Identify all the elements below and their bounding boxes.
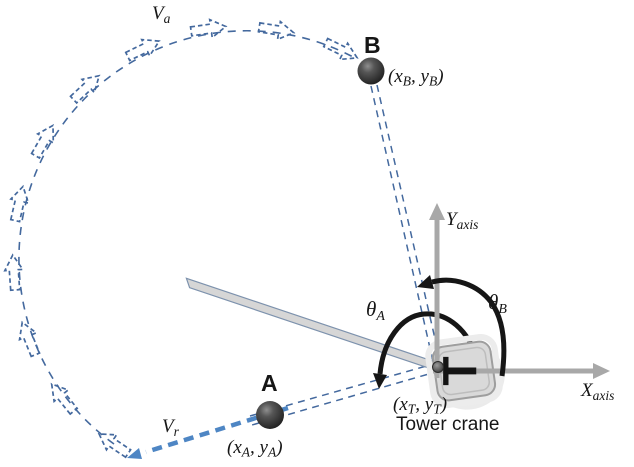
velocity-arrow-icon bbox=[256, 17, 297, 43]
x-axis bbox=[433, 363, 610, 379]
trajectory-arc bbox=[18, 29, 356, 445]
point-b-label: B bbox=[364, 32, 381, 58]
vr-arrowhead-icon bbox=[127, 448, 142, 459]
velocity-arrow-icon bbox=[66, 68, 107, 108]
line-crane-to-b bbox=[370, 84, 442, 367]
point-a-sphere bbox=[256, 401, 284, 429]
velocity-arrow-icon bbox=[43, 377, 82, 418]
tower-crane-label: Tower crane bbox=[396, 414, 500, 435]
point-a-label: A bbox=[261, 370, 278, 396]
coord-a-label: (xA, yA) bbox=[227, 437, 283, 460]
theta-b-arrowhead-icon bbox=[417, 275, 434, 289]
va-label: Va bbox=[152, 3, 171, 26]
coord-t-label: (xT, yT) bbox=[393, 394, 447, 417]
x-axis-arrowhead-icon bbox=[593, 363, 610, 379]
angular-velocity-arrows bbox=[2, 16, 362, 462]
velocity-arrow-icon bbox=[26, 120, 62, 162]
velocity-arrow-icon bbox=[13, 318, 45, 359]
crane-t-symbol: T bbox=[435, 356, 488, 385]
velocity-arrow-icon bbox=[189, 16, 228, 42]
vr-label: Vr bbox=[162, 416, 180, 439]
crane-pivot-dot bbox=[432, 361, 444, 373]
velocity-arrow-icon bbox=[2, 253, 26, 292]
theta-b-label: θB bbox=[488, 290, 507, 317]
y-axis-arrowhead-icon bbox=[429, 203, 445, 220]
velocity-arrow-icon bbox=[5, 183, 33, 224]
point-b-sphere bbox=[357, 57, 385, 85]
velocity-arrow-icon bbox=[320, 33, 362, 67]
theta-b-arc bbox=[417, 275, 507, 377]
x-axis-label: Xaxis bbox=[580, 380, 614, 403]
theta-a-arrowhead-icon bbox=[373, 373, 387, 389]
y-axis bbox=[429, 203, 445, 378]
theta-a-label: θA bbox=[366, 297, 385, 324]
coord-b-label: (xB, yB) bbox=[388, 66, 444, 89]
y-axis-label: Yaxis bbox=[446, 209, 478, 232]
